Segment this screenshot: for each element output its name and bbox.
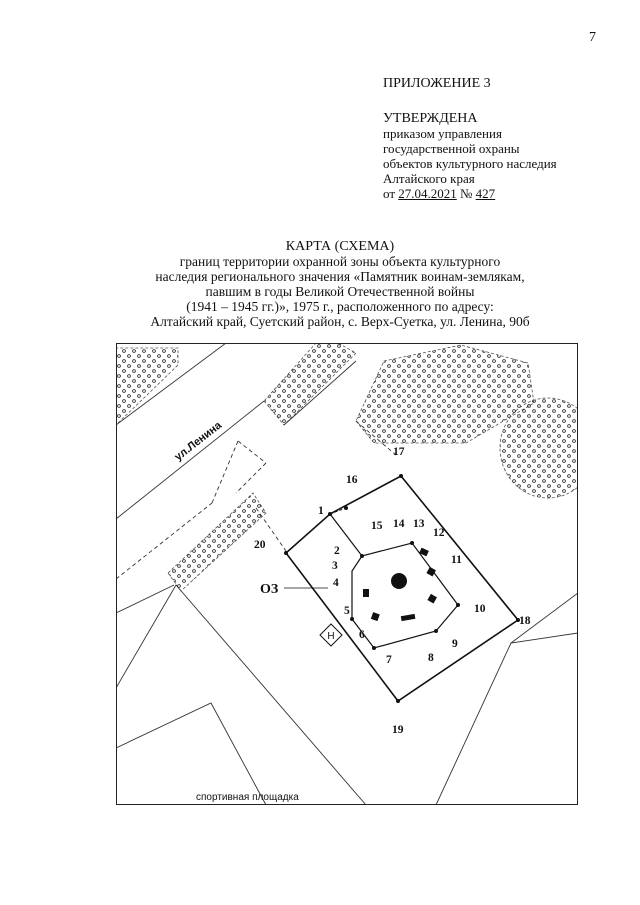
- point-17: 17: [393, 446, 405, 458]
- point-10: 10: [474, 603, 486, 615]
- point-7: 7: [386, 654, 392, 666]
- title-line: павшим в годы Великой Отечественной войн…: [205, 284, 475, 299]
- approval-line: объектов культурного наследия: [383, 156, 557, 171]
- point-12: 12: [433, 527, 445, 539]
- street-edge: [116, 584, 175, 614]
- title-line: Алтайский край, Суетский район, с. Верх-…: [150, 314, 530, 329]
- point-14: 14: [393, 518, 405, 530]
- green-area: [355, 344, 535, 444]
- date-prefix: от: [383, 186, 396, 201]
- monument-block: [426, 566, 436, 577]
- page-number: 7: [589, 30, 596, 45]
- street-edge: [255, 507, 287, 552]
- approval-date-line: от 27.04.2021 № 427: [383, 186, 557, 201]
- map-frame: [116, 343, 578, 805]
- green-area: [167, 492, 267, 592]
- protection-zone-map: Н ул.Ленина ОЗ спортивная площадка 1 2 3…: [116, 343, 578, 805]
- point-11: 11: [451, 554, 462, 566]
- street-edge: [355, 420, 397, 456]
- point-19: 19: [392, 724, 404, 736]
- point-4: 4: [333, 577, 339, 589]
- point-18: 18: [519, 615, 531, 627]
- number-sign: №: [460, 186, 473, 201]
- point-2: 2: [334, 545, 340, 557]
- marker-diamond: [319, 623, 343, 647]
- title-line: наследия регионального значения «Памятни…: [155, 269, 525, 284]
- street-edge: [235, 462, 267, 494]
- monument-circle: [391, 573, 407, 589]
- point-link: [329, 507, 347, 515]
- marker-label: Н: [327, 631, 334, 642]
- parcel-boundary: [435, 632, 578, 805]
- point-8: 8: [428, 652, 434, 664]
- approval-heading: УТВЕРЖДЕНА: [383, 111, 478, 126]
- zone-vertex-markers: [284, 474, 520, 703]
- point-9: 9: [452, 638, 458, 650]
- point-15: 15: [371, 520, 383, 532]
- green-area: [263, 343, 357, 426]
- title-heading: КАРТА (СХЕМА): [285, 239, 395, 254]
- title-line: (1941 – 1945 гг.)», 1975 г., расположенн…: [186, 299, 494, 314]
- approval-line: государственной охраны: [383, 141, 520, 156]
- monument-block: [427, 593, 437, 604]
- point-13: 13: [413, 518, 425, 530]
- sports-ground-label: спортивная площадка: [196, 792, 299, 803]
- point-labels: 1 2 3 4 5 6 7 8 9 10 11 12 13 14 15 16 1…: [254, 446, 531, 736]
- approval-number: 427: [475, 186, 496, 201]
- street-edge: [237, 440, 267, 464]
- title-line: границ территории охранной зоны объекта …: [179, 254, 501, 269]
- monument-block: [400, 613, 416, 622]
- approval-line: Алтайского края: [383, 171, 475, 186]
- parcel-boundary: [116, 702, 267, 805]
- point-20: 20: [254, 539, 266, 551]
- zone-label: ОЗ: [260, 582, 278, 597]
- street-label: ул.Ленина: [172, 419, 224, 463]
- point-1: 1: [318, 505, 324, 517]
- green-area: [499, 397, 578, 499]
- appendix-label: ПРИЛОЖЕНИЕ 3: [383, 76, 491, 91]
- street-edge: [116, 400, 265, 520]
- street-edge: [283, 360, 357, 426]
- street-edge: [211, 440, 239, 504]
- point-6: 6: [359, 629, 365, 641]
- parcel-boundary: [116, 584, 367, 805]
- approval-date: 27.04.2021: [398, 186, 457, 201]
- point-5: 5: [344, 605, 350, 617]
- monument-block: [363, 589, 369, 597]
- approval-block: УТВЕРЖДЕНА приказом управления государст…: [383, 111, 557, 201]
- monument-block: [370, 612, 380, 622]
- green-area: [116, 347, 179, 426]
- street-edge: [116, 343, 227, 426]
- point-3: 3: [332, 560, 338, 572]
- monument-block: [419, 547, 429, 557]
- protection-zone-boundary: [284, 474, 520, 703]
- parcel-boundary: [510, 592, 578, 644]
- point-16: 16: [346, 474, 358, 486]
- approval-line: приказом управления: [383, 126, 502, 141]
- map-title: КАРТА (СХЕМА) границ территории охранной…: [90, 239, 590, 329]
